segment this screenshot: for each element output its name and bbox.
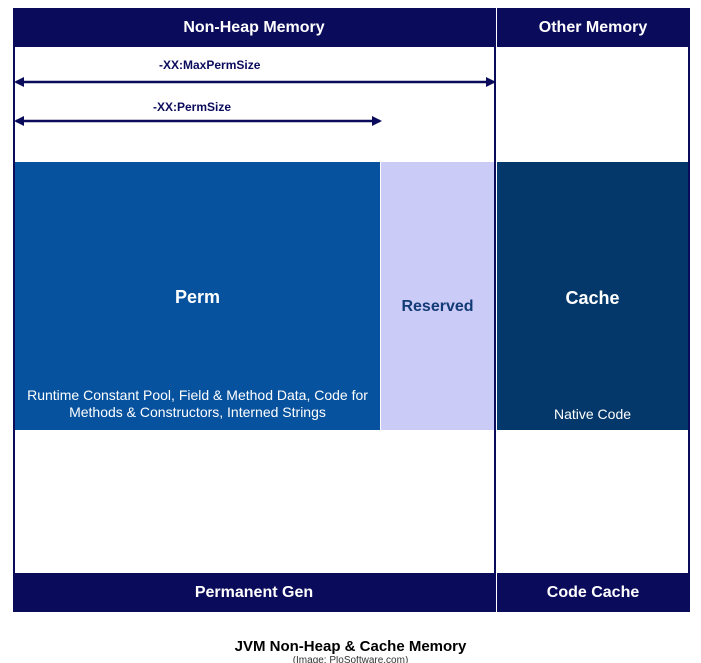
arrows-area [14, 77, 496, 126]
right-frame-line [688, 8, 690, 612]
permanent-gen-label: Permanent Gen [194, 583, 314, 601]
non-heap-memory-label: Non-Heap Memory [183, 18, 325, 36]
other-memory-label: Other Memory [538, 18, 648, 36]
left-frame-line [13, 8, 15, 612]
cache-block: Cache Native Code [497, 162, 688, 430]
image-credit: (Image: PloSoftware.com) [292, 656, 409, 663]
non-heap-memory-header: Non-Heap Memory [14, 8, 494, 47]
perm-description: Runtime Constant Pool, Field & Method Da… [27, 387, 368, 420]
diagram-caption: JVM Non-Heap & Cache Memory [234, 638, 467, 655]
perm-size-label: -XX:PermSize [153, 100, 232, 114]
middle-frame-line [494, 8, 496, 612]
reserved-block: Reserved [381, 162, 494, 430]
reserved-title: Reserved [401, 298, 474, 315]
cache-title: Cache [565, 288, 620, 308]
code-cache-label: Code Cache [546, 583, 640, 601]
other-memory-header: Other Memory [497, 8, 689, 47]
permanent-gen-footer: Permanent Gen [14, 573, 494, 612]
perm-title: Perm [174, 287, 221, 307]
perm-block: Perm Runtime Constant Pool, Field & Meth… [15, 162, 380, 430]
code-cache-footer: Code Cache [497, 573, 689, 612]
cache-description: Native Code [553, 406, 632, 422]
max-perm-size-label: -XX:MaxPermSize [159, 58, 261, 72]
